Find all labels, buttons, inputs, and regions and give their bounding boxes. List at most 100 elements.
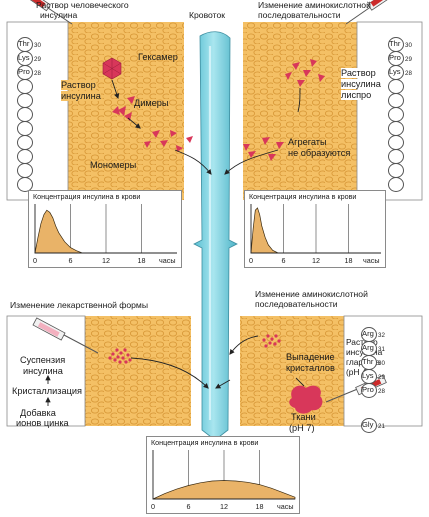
dimer-shapes [112, 96, 135, 121]
human-residue-2-position: 28 [34, 70, 41, 77]
flow-arrows [45, 79, 305, 406]
title-bottom-right-line1: Изменение аминокислотной [255, 289, 368, 299]
title-bloodstream: Кровоток [189, 10, 226, 20]
glargine-residue-3-label: Lys [362, 371, 374, 380]
lispro-bead-5 [388, 149, 404, 164]
syringe-top-right [345, 0, 393, 25]
human-bead-1 [17, 93, 33, 108]
title-bottom-left: Изменение лекарственной формы [10, 300, 148, 310]
glargine-residue-3-position: 29 [378, 374, 385, 381]
lispro-residue-0-label: Thr [389, 39, 401, 48]
chart-title: Концентрация инсулина в крови [151, 438, 259, 447]
x-tick-label: 6 [281, 256, 286, 265]
monomer-shapes [144, 130, 193, 152]
panel-bottom-right [343, 315, 423, 427]
title-top-right-line2: последовательности [258, 10, 341, 20]
tissue-top-right [243, 22, 357, 200]
human-bead-2 [17, 107, 33, 122]
label-solution-2: инсулина [61, 91, 101, 102]
glargine-a-residue-position: 21 [378, 423, 385, 430]
glargine-residue-1-position: 31 [378, 346, 385, 353]
glargine-residue-0-position: 32 [378, 332, 385, 339]
concentration-curve [152, 480, 296, 500]
chart-svg [34, 204, 177, 254]
label-aggregates-2: не образуются [288, 148, 351, 158]
glargine-a-residue [361, 418, 377, 433]
lispro-residue-2-position: 28 [405, 70, 412, 77]
label-lispro-2: инсулина [341, 79, 381, 90]
human-bead-0 [17, 79, 33, 94]
glargine-residue-2-label: Thr [362, 357, 374, 366]
title-top-left-line2: инсулина [40, 10, 78, 20]
lispro-residue-1-label: Pro [389, 53, 401, 62]
tissue-bottom-left [85, 316, 191, 426]
x-tick-label: 6 [186, 502, 191, 511]
glargine-residue-4-label: Pro [362, 385, 374, 394]
lispro-bead-3 [388, 121, 404, 136]
label-crystallization: Кристаллизация [12, 386, 82, 396]
human-bead-3 [17, 121, 33, 136]
label-lispro-1: Раствор [341, 68, 376, 79]
blood-vessel [193, 31, 238, 441]
human-residue-0-position: 30 [34, 42, 41, 49]
glargine-depot [289, 385, 323, 414]
x-tick-label: 12 [220, 502, 228, 511]
lispro-bead-4 [388, 135, 404, 150]
x-tick-label: 18 [344, 256, 353, 265]
label-crystals-2: кристаллов [286, 363, 335, 373]
glargine-residue-0-label: Arg [362, 329, 374, 338]
chart-axes [34, 204, 177, 254]
chart-axes [250, 204, 381, 254]
label-solution-1: Раствор [61, 80, 96, 91]
human-residue-1-position: 29 [34, 56, 41, 63]
concentration-curve [250, 207, 279, 254]
tissue-top-left [68, 22, 184, 200]
glargine-residue-4 [361, 383, 377, 398]
human-residue-1-label: Lys [18, 53, 30, 62]
glargine-residue-1-label: Arg [362, 343, 374, 352]
lispro-residue-1-position: 29 [405, 56, 412, 63]
x-tick-label: 0 [33, 256, 37, 265]
concentration-curve [34, 209, 83, 254]
label-suspension-2: инсулина [23, 366, 63, 376]
title-bottom-right-line2: последовательности [255, 299, 338, 309]
label-zinc-1: Добавка [20, 408, 56, 418]
label-dimers: Димеры [134, 98, 169, 108]
syringe-bottom-left [32, 317, 99, 354]
label-tissue-1: Ткани [291, 412, 316, 422]
lispro-bead-6 [388, 163, 404, 178]
x-tick-label: 18 [255, 502, 264, 511]
title-top-left-line1: Раствор человеческого [36, 0, 129, 10]
lispro-bead-0 [388, 79, 404, 94]
label-tissue-2: (pH 7) [289, 423, 315, 433]
chart-svg [250, 204, 381, 254]
glargine-residue-4-position: 28 [378, 388, 385, 395]
label-hexamer: Гексамер [138, 52, 178, 62]
label-glargine-4: (pH 4) [346, 367, 370, 377]
glargine-crystals [262, 334, 281, 348]
label-lispro-3: лиспро [341, 90, 372, 101]
suspension-crystals [108, 348, 132, 364]
chart-title: Концентрация инсулина в крови [33, 192, 141, 201]
human-bead-6 [17, 163, 33, 178]
x-tick-label: 0 [249, 256, 253, 265]
human-bead-5 [17, 149, 33, 164]
tissue-bottom-right [240, 316, 344, 426]
label-crystals-1: Выпадение [286, 352, 335, 362]
human-residue-0-label: Thr [18, 39, 30, 48]
x-tick-label: 6 [68, 256, 73, 265]
lispro-bead-1 [388, 93, 404, 108]
title-top-right-line1: Изменение аминокислотной [258, 0, 371, 10]
x-axis-label: часы [159, 256, 176, 265]
glargine-a-residue-label: Gly [362, 420, 374, 429]
human-residue-2-label: Pro [18, 67, 30, 76]
label-zinc-2: ионов цинка [16, 418, 69, 428]
x-tick-label: 0 [151, 502, 155, 511]
human-bead-4 [17, 135, 33, 150]
x-tick-label: 12 [102, 256, 110, 265]
label-glargine-1: Раствор [346, 337, 378, 347]
label-suspension-1: Суспензия [20, 355, 66, 365]
human-bead-7 [17, 177, 33, 192]
